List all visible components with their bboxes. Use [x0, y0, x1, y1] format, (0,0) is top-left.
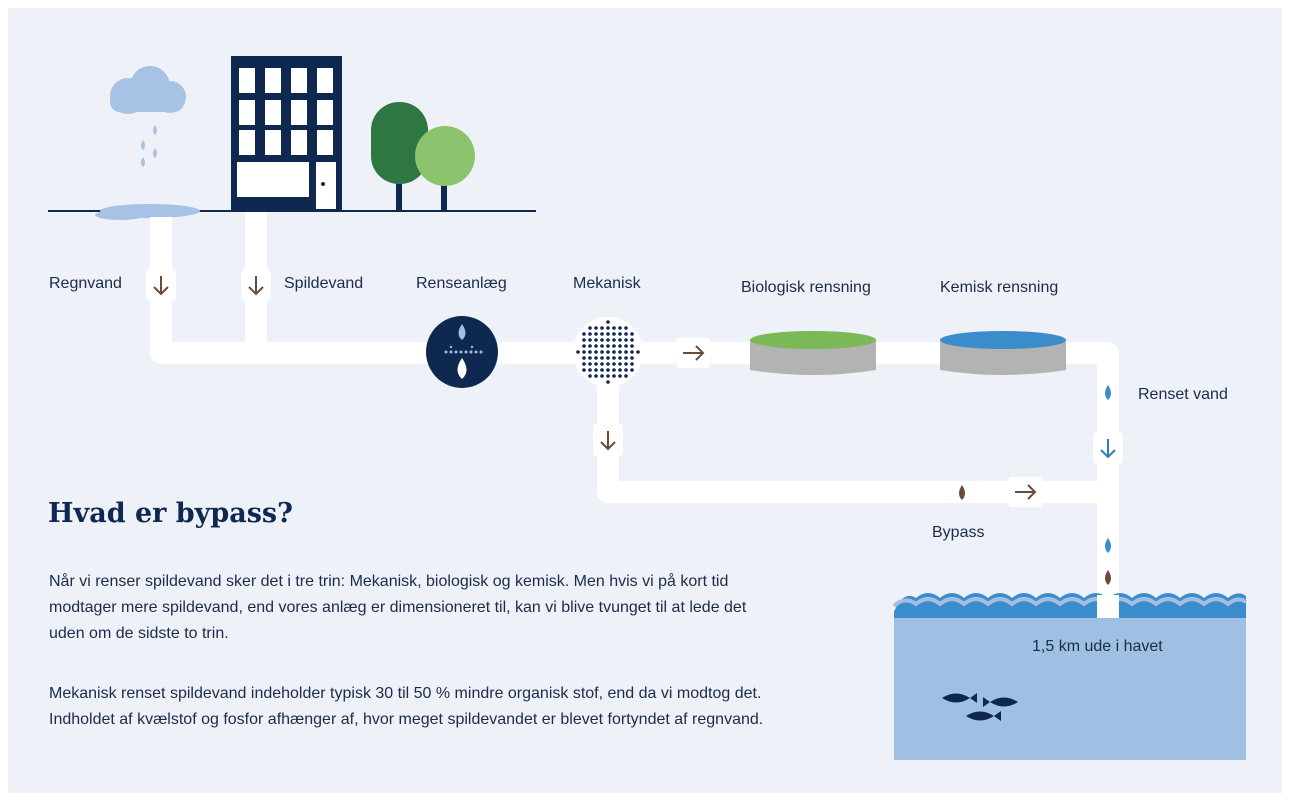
rain-cloud-icon — [110, 66, 186, 114]
label-kemisk: Kemisk rensning — [940, 279, 1059, 296]
building-icon — [231, 56, 342, 211]
raindrops-icon — [141, 125, 157, 167]
down-arrow-icon-renset — [1093, 432, 1123, 464]
label-renset-vand: Renset vand — [1138, 386, 1228, 403]
label-regnvand: Regnvand — [49, 275, 122, 292]
label-mekanisk: Mekanisk — [573, 275, 641, 292]
label-havet: 1,5 km ude i havet — [1032, 638, 1163, 655]
label-spildevand: Spildevand — [284, 275, 364, 292]
fish-icon — [942, 693, 1018, 721]
outlet-clean-drop-icon — [1105, 538, 1111, 553]
down-arrow-icon-spildevand — [241, 269, 271, 301]
right-arrow-icon-main — [676, 338, 710, 368]
label-renseanlaeg: Renseanlæg — [416, 275, 507, 292]
pipe-network — [150, 212, 1119, 618]
bypass-pipe — [597, 353, 1108, 503]
kemisk-tank-icon — [940, 331, 1066, 375]
biologisk-tank-icon — [750, 331, 876, 375]
label-bypass: Bypass — [932, 524, 985, 541]
clean-water-drop-icon — [1105, 385, 1111, 400]
down-arrow-icon-regnvand — [146, 269, 176, 301]
page-title: Hvad er bypass? — [48, 498, 293, 529]
trees-icon — [371, 102, 475, 212]
label-biologisk: Biologisk rensning — [741, 279, 871, 296]
outlet-bypass-drop-icon — [1105, 570, 1111, 585]
paragraph-2: Mekanisk renset spildevand indeholder ty… — [49, 685, 764, 728]
mekanisk-sieve-icon — [573, 317, 643, 387]
bypass-drop-icon — [959, 485, 965, 500]
down-arrow-icon-mekanisk — [593, 424, 623, 456]
renseanlaeg-icon — [426, 316, 498, 388]
right-arrow-icon-bypass — [1008, 477, 1042, 507]
paragraph-1: Når vi renser spildevand sker det i tre … — [49, 573, 747, 642]
sea-icon — [892, 593, 1248, 760]
